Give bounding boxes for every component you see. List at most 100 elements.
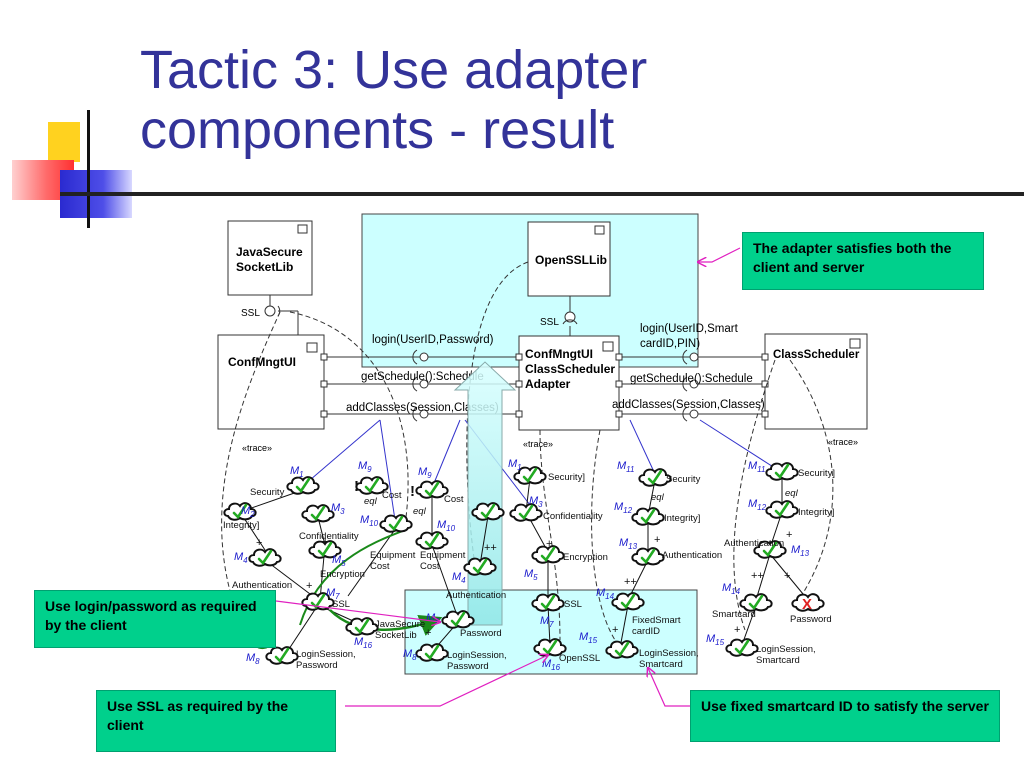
svg-text:M4: M4 xyxy=(452,571,466,585)
goal-loginsession-left-2: Password xyxy=(296,660,338,671)
goal-cost-mid: Cost xyxy=(444,494,464,505)
svg-text:M2: M2 xyxy=(241,505,255,519)
title-line-1: Tactic 3: Use adapter xyxy=(140,40,648,100)
schedule-left-label: getSchedule():Schedule xyxy=(361,371,484,383)
plusplus-3: ++ xyxy=(751,570,764,582)
goal-encryption-left: Encryption xyxy=(320,569,365,580)
goal-loginsmart-far-2: Smartcard xyxy=(756,655,800,666)
svg-text:M15: M15 xyxy=(706,633,725,647)
goal-authentication-far: Authentication xyxy=(724,538,784,549)
trace-label-left: «trace» xyxy=(242,443,272,453)
callout-adapter: The adapter satisfies both the client an… xyxy=(742,232,984,290)
svg-text:M1: M1 xyxy=(508,458,522,472)
goal-integrity-far: Integrity] xyxy=(798,507,834,518)
svg-text:M15: M15 xyxy=(579,631,598,645)
svg-text:M5: M5 xyxy=(332,554,346,568)
classscheduler-label: ClassScheduler xyxy=(773,349,860,361)
javasecure-line-2: SocketLib xyxy=(236,260,293,274)
m-labels: M1 M2 M3 M4 M5 M7 M8 M9 M10 M16 M9 M10 M… xyxy=(234,458,810,672)
decor-vertical-bar xyxy=(87,110,90,228)
callout-ssl: Use SSL as required by the client xyxy=(96,690,336,752)
svg-text:M9: M9 xyxy=(358,460,372,474)
eql-3: eql xyxy=(651,492,665,503)
eql-1: eql xyxy=(364,496,378,507)
goal-equipcost-left-1: Equipment xyxy=(370,550,416,561)
goal-password-mid: Password xyxy=(460,628,502,639)
svg-text:M11: M11 xyxy=(748,460,765,474)
goal-loginsmart-far-1: LoginSession, xyxy=(756,644,816,655)
svg-text:M16: M16 xyxy=(354,636,373,650)
plus-9: + xyxy=(784,570,790,582)
svg-text:M7: M7 xyxy=(540,615,554,629)
plus-8: + xyxy=(786,529,792,541)
callout-login-password: Use login/password as required by the cl… xyxy=(34,590,276,648)
plus-5: + xyxy=(546,538,552,550)
component-confmngtui: ConfMngtUI xyxy=(217,334,325,430)
svg-text:M3: M3 xyxy=(331,502,345,516)
adapter-line-3: Adapter xyxy=(525,377,571,391)
goal-confidentiality-mid: Confidentiality xyxy=(543,511,603,522)
goal-integrity-right: Integrity] xyxy=(664,513,700,524)
title-line-2: components - result xyxy=(140,100,615,160)
login-right-line-2: cardID,PIN) xyxy=(640,338,700,350)
svg-text:M12: M12 xyxy=(748,498,767,512)
javasecure-line-1: JavaSecure xyxy=(236,245,303,259)
plus-6: + xyxy=(654,534,660,546)
goal-security-far: Security] xyxy=(798,468,835,479)
plus-2: + xyxy=(322,536,328,548)
trace-label-middle: «trace» xyxy=(523,439,553,449)
goal-openssl: OpenSSL xyxy=(559,653,600,664)
plusplus-2: ++ xyxy=(624,576,637,588)
svg-text:M12: M12 xyxy=(614,501,633,515)
decor-yellow-square xyxy=(48,122,80,162)
goal-fixedsmart-1: FixedSmart xyxy=(632,615,681,626)
goal-smartcard-far: Smartcard xyxy=(712,609,756,620)
goal-authentication-mid: Authentication xyxy=(446,590,506,601)
goal-ssl-mid: SSL xyxy=(564,599,582,610)
classes-right-label: addClasses(Session,Classes) xyxy=(612,399,765,411)
svg-text:M3: M3 xyxy=(529,495,543,509)
svg-text:M4: M4 xyxy=(234,551,248,565)
svg-text:M10: M10 xyxy=(437,519,456,533)
slide-title: Tactic 3: Use adapter components - resul… xyxy=(140,40,1000,160)
callout-smartcard: Use fixed smartcard ID to satisfy the se… xyxy=(690,690,1000,742)
goal-equipcost-mid-2: Cost xyxy=(420,561,440,572)
plus-1: + xyxy=(256,537,262,549)
svg-text:M1: M1 xyxy=(290,465,304,479)
confmngtui-label: ConfMngtUI xyxy=(228,355,296,369)
component-adapter: ConfMngtUI ClassScheduler Adapter xyxy=(518,335,620,431)
goal-integrity-left: Integrity] xyxy=(223,520,259,531)
bang-1: ! xyxy=(354,478,359,495)
svg-text:M9: M9 xyxy=(418,466,432,480)
component-openssl: OpenSSLLib xyxy=(527,221,611,297)
goal-security-mid: Security] xyxy=(548,472,585,483)
goal-fixedsmart-2: cardID xyxy=(632,626,660,637)
openssl-label: OpenSSLLib xyxy=(535,253,607,267)
goal-loginsession-left-1: LoginSession, xyxy=(296,649,356,660)
goal-equipcost-left-2: Cost xyxy=(370,561,390,572)
goal-security-left: Security xyxy=(250,487,285,498)
plus-4: + xyxy=(425,627,431,639)
bang-2: ! xyxy=(410,483,415,500)
trace-label-right: «trace» xyxy=(828,437,858,447)
goal-loginsmart-mid-1: LoginSession, xyxy=(639,648,699,659)
goal-security-right: Security xyxy=(666,474,701,485)
svg-text:M8: M8 xyxy=(403,648,417,662)
plus-10: + xyxy=(734,624,740,636)
login-right-line-1: login(UserID,Smart xyxy=(640,323,739,335)
svg-text:M14: M14 xyxy=(596,587,615,601)
goal-authentication-right: Authentication xyxy=(662,550,722,561)
goal-equipcost-mid-1: Equipment xyxy=(420,550,466,561)
plus-3: + xyxy=(306,580,312,592)
eql-4: eql xyxy=(785,488,799,499)
plus-7: + xyxy=(612,624,618,636)
adapter-line-1: ConfMngtUI xyxy=(525,347,593,361)
schedule-right-label: getSchedule():Schedule xyxy=(630,373,753,385)
goal-encryption-mid: Encryption xyxy=(563,552,608,563)
login-left-label: login(UserID,Password) xyxy=(372,334,494,346)
svg-text:M10: M10 xyxy=(360,514,379,528)
svg-text:M13: M13 xyxy=(619,537,638,551)
title-underline xyxy=(60,192,1024,196)
goal-javasecure-1: JavaSecure xyxy=(375,619,425,630)
